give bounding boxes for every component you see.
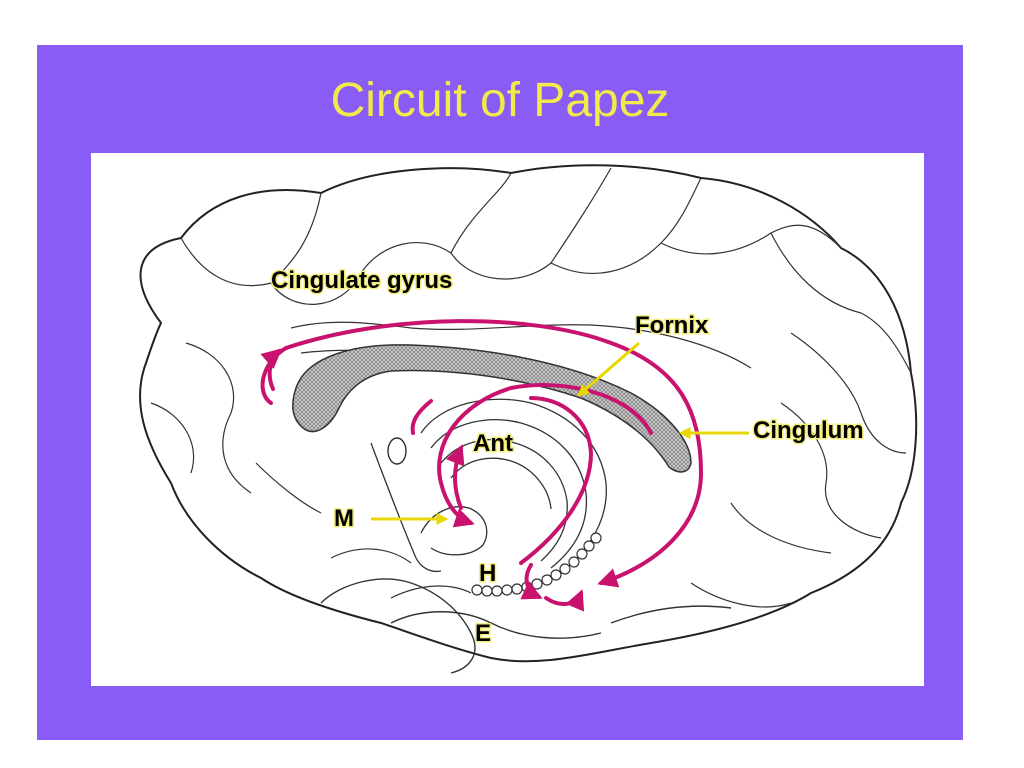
label-m: M [334,505,354,532]
mammillary-to-ant-path [445,444,465,510]
brain-diagram: Cingulate gyrus Fornix Cingulum Ant M H … [139,164,918,674]
fornix-arcs [370,398,607,574]
slide-background: Circuit of Papez [37,45,963,740]
anterior-commissure [387,437,407,465]
label-fornix: Fornix [635,312,709,339]
entorhinal-loop-path [544,589,585,612]
corpus-callosum [292,344,692,473]
brainstem-outline [320,578,732,674]
cingulum-path [284,319,704,588]
hippocampus-to-fornix-path [519,396,594,565]
slide-title: Circuit of Papez [330,74,670,127]
fornix-path [437,383,653,528]
fornix-pointer-arrow [577,341,640,397]
brain-diagram-panel: Cingulate gyrus Fornix Cingulum Ant M H … [91,153,924,686]
label-cingulum: Cingulum [753,417,864,444]
entorhinal-to-hippocampus-path [520,563,543,600]
label-e: E [475,620,491,647]
label-cingulate-gyrus: Cingulate gyrus [271,267,452,294]
ant-to-cingulate-path [410,399,433,435]
label-h: H [479,560,496,587]
papez-circuit-paths [260,319,704,612]
label-ant: Ant [473,430,513,457]
cingulate-start-arrow [260,348,283,391]
brain-outline [139,164,918,663]
pointer-arrows [371,341,749,525]
gyri-contours [150,167,912,608]
